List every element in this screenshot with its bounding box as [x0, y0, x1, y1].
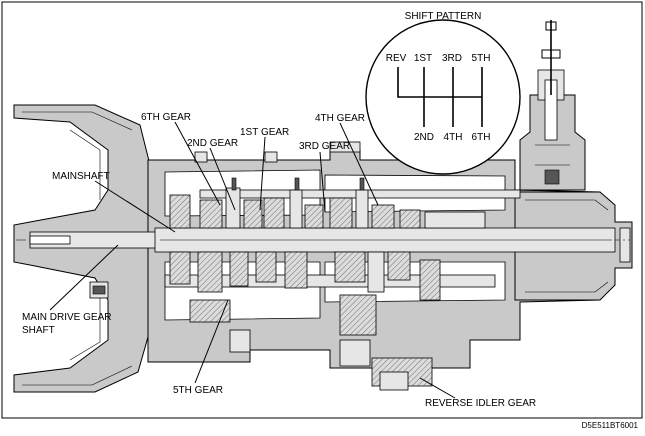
label-reverse-idler-gear: REVERSE IDLER GEAR	[425, 398, 536, 409]
label-2nd-gear: 2ND GEAR	[187, 138, 238, 149]
shift-pos-6th: 6TH	[472, 132, 491, 143]
shift-pos-4th: 4TH	[444, 132, 463, 143]
shift-lever-tower	[519, 20, 586, 191]
callout-labels: 6TH GEAR 2ND GEAR 1ST GEAR 3RD GEAR 4TH …	[22, 112, 639, 430]
lower-gear-set	[169, 251, 441, 336]
label-mainshaft: MAINSHAFT	[52, 171, 110, 182]
bell-housing	[13, 104, 151, 393]
shift-pattern-title: SHIFT PATTERN	[405, 11, 482, 22]
label-1st-gear: 1ST GEAR	[240, 127, 289, 138]
label-main-drive-gear-shaft-1: MAIN DRIVE GEAR	[22, 312, 111, 323]
label-main-drive-gear-shaft-2: SHAFT	[22, 325, 55, 336]
shift-pos-1st: 1ST	[414, 53, 432, 64]
callout-leaders	[49, 121, 456, 399]
shift-pattern: SHIFT PATTERN REV 1ST 3RD 5TH 2ND 4TH 6T…	[365, 11, 521, 175]
shift-pos-5th: 5TH	[472, 53, 491, 64]
figure-frame	[1, 1, 643, 419]
shift-pos-rev: REV	[386, 53, 407, 64]
label-5th-gear: 5TH GEAR	[173, 385, 223, 396]
label-3rd-gear: 3RD GEAR	[299, 141, 350, 152]
shift-pos-3rd: 3RD	[442, 53, 462, 64]
label-4th-gear: 4TH GEAR	[315, 113, 365, 124]
label-6th-gear: 6TH GEAR	[141, 112, 191, 123]
shift-gate	[397, 67, 483, 127]
shift-pos-2nd: 2ND	[414, 132, 434, 143]
upper-gear-set	[169, 177, 486, 229]
figure-code: D5E511BT6001	[582, 421, 639, 430]
